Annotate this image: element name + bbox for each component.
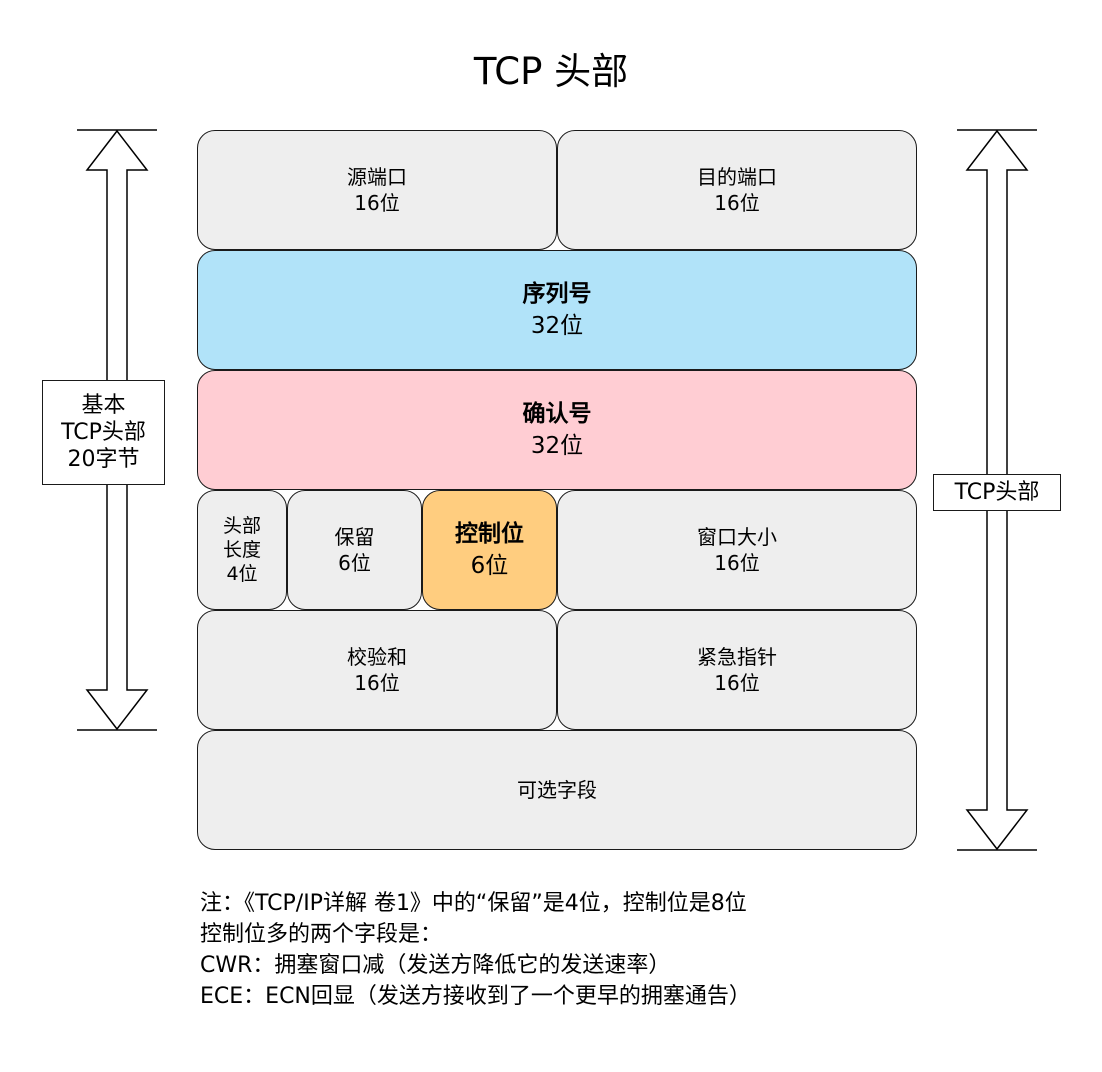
destination-port-name: 目的端口 xyxy=(697,165,777,189)
control-bits-bits: 6位 xyxy=(470,553,509,579)
checksum-bits: 16位 xyxy=(354,671,400,695)
note-line-4: ECE：ECN回显（发送方接收到了一个更早的拥塞通告） xyxy=(200,984,751,1009)
acknowledgment-number-bits: 32位 xyxy=(530,433,584,459)
source-port-bits: 16位 xyxy=(354,191,400,215)
reserved-field: 保留 6位 xyxy=(287,490,422,610)
note-line-3: CWR：拥塞窗口减（发送方降低它的发送速率） xyxy=(200,953,671,978)
header-length-field: 头部 长度 4位 xyxy=(197,490,287,610)
urgent-pointer-name: 紧急指针 xyxy=(697,645,777,669)
urgent-pointer-bits: 16位 xyxy=(714,671,760,695)
window-size-name: 窗口大小 xyxy=(697,525,777,549)
tcp-header-label: TCP头部 xyxy=(933,474,1061,511)
header-length-bits: 4位 xyxy=(226,563,258,585)
header-length-line1: 头部 xyxy=(222,515,261,537)
destination-port-bits: 16位 xyxy=(714,191,760,215)
source-port-name: 源端口 xyxy=(347,165,407,189)
destination-port-field: 目的端口 16位 xyxy=(557,130,917,250)
sequence-number-field: 序列号 32位 xyxy=(197,250,917,370)
basic-header-line1: 基本 xyxy=(81,393,126,418)
options-name: 可选字段 xyxy=(517,778,597,802)
footnote: 注：《TCP/IP详解 卷1》中的“保留”是4位，控制位是8位 控制位多的两个字… xyxy=(200,888,751,1012)
basic-header-line2: TCP头部 xyxy=(61,420,146,445)
reserved-bits: 6位 xyxy=(338,551,371,575)
sequence-number-bits: 32位 xyxy=(530,313,584,339)
urgent-pointer-field: 紧急指针 16位 xyxy=(557,610,917,730)
control-bits-name: 控制位 xyxy=(455,521,524,547)
basic-header-line3: 20字节 xyxy=(67,447,140,472)
note-line-2: 控制位多的两个字段是： xyxy=(200,922,443,947)
acknowledgment-number-field: 确认号 32位 xyxy=(197,370,917,490)
sequence-number-name: 序列号 xyxy=(522,281,592,307)
reserved-name: 保留 xyxy=(334,525,375,549)
header-length-line2: 长度 xyxy=(222,539,261,561)
diagram-title: TCP 头部 xyxy=(473,50,629,93)
window-size-field: 窗口大小 16位 xyxy=(557,490,917,610)
basic-header-label: 基本 TCP头部 20字节 xyxy=(42,380,165,485)
tcp-header-label-text: TCP头部 xyxy=(954,480,1040,505)
control-bits-field: 控制位 6位 xyxy=(422,490,557,610)
checksum-name: 校验和 xyxy=(347,645,407,669)
checksum-field: 校验和 16位 xyxy=(197,610,557,730)
options-field: 可选字段 xyxy=(197,730,917,850)
source-port-field: 源端口 16位 xyxy=(197,130,557,250)
acknowledgment-number-name: 确认号 xyxy=(522,401,592,427)
note-line-1: 注：《TCP/IP详解 卷1》中的“保留”是4位，控制位是8位 xyxy=(200,891,747,916)
window-size-bits: 16位 xyxy=(714,551,760,575)
